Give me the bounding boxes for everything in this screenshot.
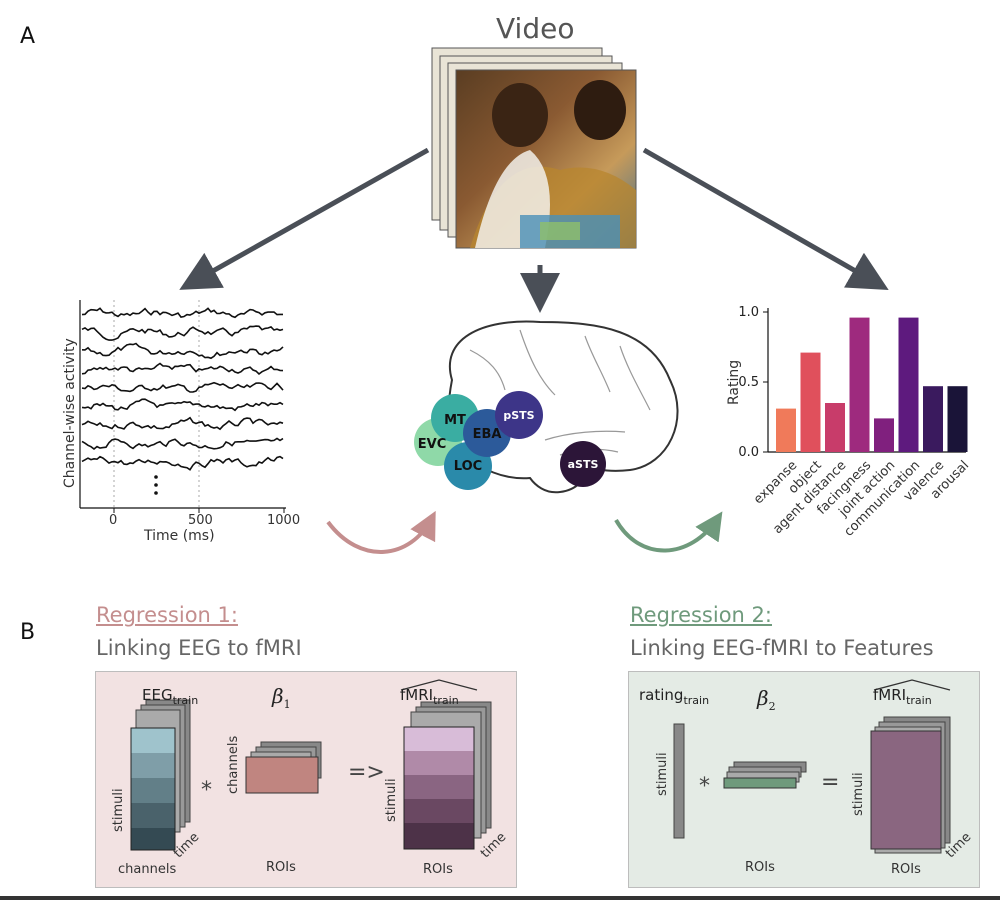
regression2-stimuli-right: stimuli <box>851 772 866 816</box>
eeg-ylabel: Channel-wise activity <box>62 338 78 488</box>
regression1-eeg-label: EEGtrain <box>142 686 199 707</box>
eeg-plot <box>79 300 286 513</box>
region-label-loc: LOC <box>454 459 482 474</box>
brain-regions: MT EVC EBA LOC pSTS aSTS <box>414 391 606 490</box>
rating-bar <box>874 418 894 452</box>
bottom-border <box>0 896 1000 900</box>
panel-label-a: A <box>20 24 36 49</box>
arrow-video-to-eeg <box>179 147 430 290</box>
eeg-trace <box>81 325 284 341</box>
rating-ytick-label: 0.0 <box>738 445 759 460</box>
curved-arrow-brain-to-ratings <box>614 511 723 553</box>
eeg-xlabel: Time (ms) <box>144 528 215 544</box>
rating-ytick-label: 1.0 <box>738 305 759 320</box>
regression2-rois-right: ROIs <box>891 862 921 877</box>
region-label-psts: pSTS <box>503 409 534 422</box>
regression2-subtitle: Linking EEG-fMRI to Features <box>630 636 934 660</box>
rating-bar <box>947 386 968 452</box>
eeg-trace <box>81 455 284 471</box>
rating-bar <box>825 403 845 452</box>
regression2-rois-mid: ROIs <box>745 860 775 875</box>
regression1-arrow-op: => <box>348 760 385 785</box>
regression2-fmri-label: fMRItrain <box>873 686 932 707</box>
curved-arrow-eeg-to-brain <box>326 510 436 554</box>
region-label-eba: EBA <box>473 427 502 442</box>
eeg-trace <box>81 362 284 376</box>
eeg-trace <box>81 381 284 393</box>
regression2-rating-label: ratingtrain <box>639 686 710 707</box>
rating-bar <box>776 408 796 452</box>
eeg-trace <box>81 437 284 451</box>
regression1-title: Regression 1: <box>96 603 238 627</box>
regression1-graphic <box>130 679 492 851</box>
rating-chart: 0.0 0.5 1.0 <box>738 305 968 460</box>
regression1-stimuli-label: stimuli <box>111 788 126 832</box>
rating-bar <box>800 352 821 452</box>
region-label-mt: MT <box>444 413 466 428</box>
eeg-trace <box>81 416 284 431</box>
regression1-rois-right: ROIs <box>423 862 453 877</box>
regression1-times-op: * <box>201 778 212 803</box>
video-title: Video <box>496 12 575 45</box>
eeg-trace <box>81 307 283 319</box>
rating-bar <box>923 386 943 452</box>
regression2-times-op: * <box>699 774 710 799</box>
eeg-trace <box>81 398 284 412</box>
video-frames <box>431 47 637 249</box>
region-label-asts: aSTS <box>568 458 599 471</box>
regression2-graphic <box>673 679 951 854</box>
rating-ytick-label: 0.5 <box>738 375 759 390</box>
regression2-box: ratingtrain β2 fMRItrain stimuli * ROIs … <box>628 671 980 888</box>
regression1-fmri-label: fMRItrain <box>400 686 459 707</box>
regression1-channels-side: channels <box>226 735 241 794</box>
regression2-title: Regression 2: <box>630 603 772 627</box>
regression1-stimuli-right: stimuli <box>384 778 399 822</box>
region-psts <box>495 391 543 439</box>
regression2-eq-op: = <box>821 770 840 795</box>
eeg-xtick-500: 500 <box>188 513 213 528</box>
rating-bar <box>849 317 870 452</box>
region-asts <box>560 441 606 487</box>
regression1-subtitle: Linking EEG to fMRI <box>96 636 302 660</box>
arrow-video-to-ratings <box>642 147 889 290</box>
panel-label-b: B <box>20 620 36 645</box>
regression1-box: EEGtrain β1 fMRItrain stimuli time chann… <box>95 671 517 888</box>
eeg-xtick-1000: 1000 <box>267 513 301 528</box>
regression2-stimuli-left: stimuli <box>655 752 670 796</box>
regression2-beta-label: β2 <box>757 686 776 713</box>
rating-bar <box>898 317 919 452</box>
eeg-xtick-0: 0 <box>109 513 118 528</box>
regression1-channels-label: channels <box>118 862 177 877</box>
region-label-evc: EVC <box>418 437 446 452</box>
eeg-trace <box>81 342 284 360</box>
panel-a-graphic: MT EVC EBA LOC pSTS aSTS 0.0 0.5 1.0 <box>79 47 968 554</box>
regression1-rois-mid: ROIs <box>266 860 296 875</box>
rating-ylabel: Rating <box>726 359 742 405</box>
regression1-beta-label: β1 <box>272 684 291 711</box>
